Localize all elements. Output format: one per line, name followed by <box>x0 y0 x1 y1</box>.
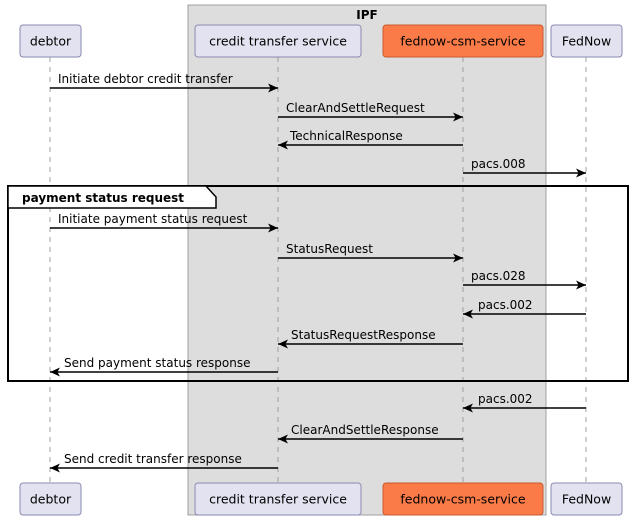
msg-status-request-response: StatusRequestResponse <box>278 328 463 349</box>
msg-send-payment-status-response-label: Send payment status response <box>64 356 251 370</box>
participant-fednow-bottom[interactable]: FedNow <box>550 482 623 516</box>
msg-clear-and-settle-response-label: ClearAndSettleResponse <box>291 423 439 437</box>
msg-initiate-payment-status-request-label: Initiate payment status request <box>58 212 248 226</box>
msg-clear-and-settle-request: ClearAndSettleRequest <box>278 101 463 122</box>
msg-pacs028: pacs.028 <box>463 269 586 290</box>
msg-status-request-label: StatusRequest <box>286 242 373 256</box>
msg-technical-response: TechnicalResponse <box>278 129 463 150</box>
participant-box-fednow-csm-service-bottom[interactable] <box>382 482 544 516</box>
participant-debtor-bottom[interactable]: debtor <box>19 482 82 516</box>
msg-pacs028-label: pacs.028 <box>471 269 526 283</box>
msg-status-request: StatusRequest <box>278 242 463 263</box>
participant-label-fednow-csm-service-bottom: fednow-csm-service <box>400 492 525 507</box>
msg-send-payment-status-response: Send payment status response <box>50 356 278 377</box>
ipf-box-rect <box>187 4 547 516</box>
group-frame-payment-status-request: payment status request <box>7 185 629 382</box>
ipf-box-title: IPF <box>356 8 377 22</box>
participant-label-credit-transfer-service-bottom: credit transfer service <box>209 492 347 507</box>
msg-initiate-debtor-credit-transfer: Initiate debtor credit transfer <box>50 72 278 93</box>
msg-initiate-debtor-credit-transfer-label: Initiate debtor credit transfer <box>58 72 233 86</box>
group-frame-label: payment status request <box>22 191 184 205</box>
participant-box-debtor-bottom[interactable] <box>19 482 82 516</box>
group-frame-tab <box>7 185 217 209</box>
msg-send-credit-transfer-response-label: Send credit transfer response <box>64 452 242 466</box>
participant-box-credit-transfer-service-top[interactable] <box>194 24 362 58</box>
participant-box-fednow-csm-service-top[interactable] <box>382 24 544 58</box>
participant-label-debtor-top: debtor <box>30 34 72 49</box>
participant-box-fednow-bottom[interactable] <box>550 482 623 516</box>
msg-pacs008: pacs.008 <box>463 157 586 178</box>
participant-debtor-top[interactable]: debtor <box>19 24 82 58</box>
msg-clear-and-settle-request-label: ClearAndSettleRequest <box>286 101 425 115</box>
participant-fednow-top[interactable]: FedNow <box>550 24 623 58</box>
msg-pacs002-settlement: pacs.002 <box>463 392 586 413</box>
participant-credit-transfer-service-top[interactable]: credit transfer service <box>194 24 362 58</box>
participant-label-credit-transfer-service-top: credit transfer service <box>209 34 347 49</box>
participant-label-fednow-bottom: FedNow <box>562 492 611 507</box>
msg-pacs002-status-label: pacs.002 <box>478 298 533 312</box>
participants-layer: debtor credit transfer service fednow-csm-… <box>19 24 623 516</box>
participant-box-debtor-top[interactable] <box>19 24 82 58</box>
msg-initiate-payment-status-request: Initiate payment status request <box>50 212 278 233</box>
participant-fednow-csm-service-top[interactable]: fednow-csm-service <box>382 24 544 58</box>
participant-label-fednow-csm-service-top: fednow-csm-service <box>400 34 525 49</box>
msg-pacs002-status: pacs.002 <box>463 298 586 319</box>
ipf-grouping-box: IPF <box>187 4 547 516</box>
msg-technical-response-label: TechnicalResponse <box>289 129 403 143</box>
msg-clear-and-settle-response: ClearAndSettleResponse <box>278 423 463 444</box>
participant-box-fednow-top[interactable] <box>550 24 623 58</box>
participant-label-debtor-bottom: debtor <box>30 492 72 507</box>
participant-fednow-csm-service-bottom[interactable]: fednow-csm-service <box>382 482 544 516</box>
participant-box-credit-transfer-service-bottom[interactable] <box>194 482 362 516</box>
msg-pacs002-settlement-label: pacs.002 <box>478 392 533 406</box>
participant-credit-transfer-service-bottom[interactable]: credit transfer service <box>194 482 362 516</box>
participant-label-fednow-top: FedNow <box>562 34 611 49</box>
msg-status-request-response-label: StatusRequestResponse <box>291 328 436 342</box>
group-frame-rect <box>7 185 629 382</box>
messages-layer: Initiate debtor credit transferClearAndS… <box>50 72 586 473</box>
msg-send-credit-transfer-response: Send credit transfer response <box>50 452 278 473</box>
msg-pacs008-label: pacs.008 <box>471 157 526 171</box>
